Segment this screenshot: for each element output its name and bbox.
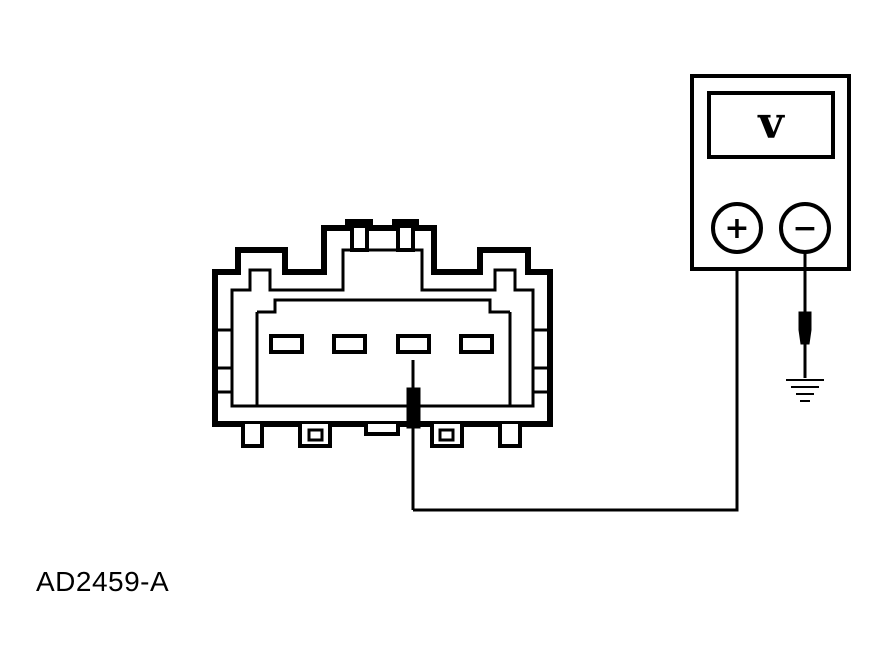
connector-cavity (255, 298, 512, 406)
meter-negative-sign: − (792, 211, 817, 246)
probe-icon (798, 311, 812, 345)
figure-id-label: AD2459-A (36, 566, 170, 597)
connector-pin-2 (332, 334, 367, 354)
connector-probe (406, 360, 421, 510)
connector-outer-shell (212, 219, 553, 427)
meter-positive-sign: + (724, 211, 749, 246)
connector-pin-3 (396, 334, 431, 354)
electrical-connector (212, 219, 553, 448)
meter-positive-terminal (711, 202, 763, 254)
meter-display (707, 91, 835, 159)
negative-lead (798, 252, 812, 378)
connector-bottom-feet (241, 424, 522, 448)
connector-side-latch-left (215, 328, 232, 394)
meter-display-symbol: v (757, 98, 785, 149)
connector-pin-4 (459, 334, 494, 354)
connector-side-latch-right (533, 328, 550, 394)
voltmeter-icon (690, 74, 851, 271)
connector-top-tab-left (350, 224, 369, 252)
positive-lead-wire (413, 250, 739, 512)
connector-pin-1 (269, 334, 304, 354)
connector-top-tab-right (396, 224, 415, 252)
ground-symbol-icon (786, 379, 824, 402)
